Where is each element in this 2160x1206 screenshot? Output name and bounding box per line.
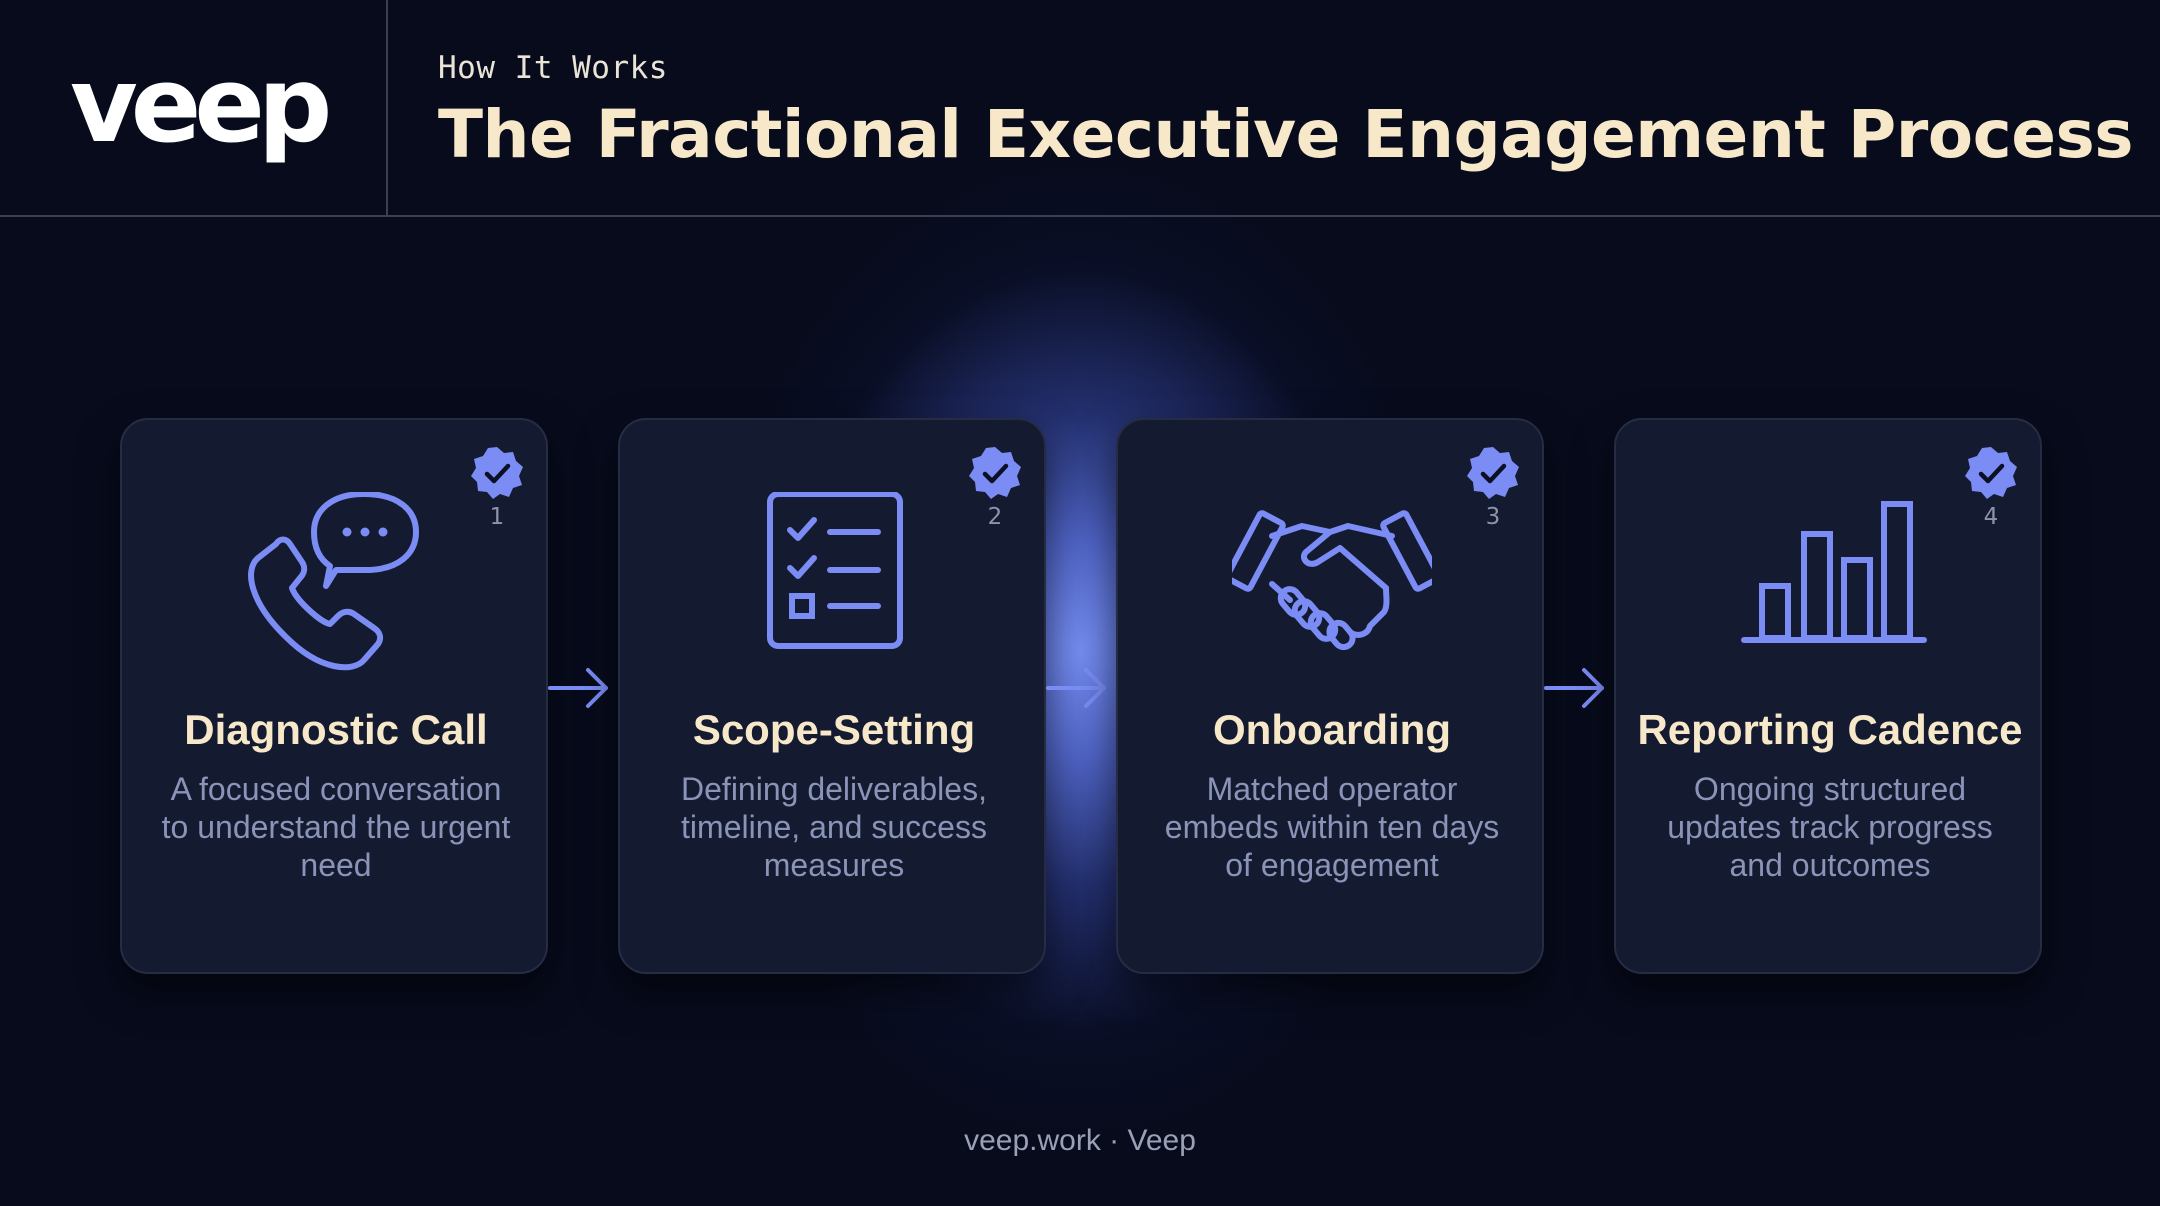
step-title: Scope-Setting [692,706,976,753]
handshake-icon [1232,510,1432,651]
verified-check-badge-icon [471,447,523,499]
arrow-right-icon [548,668,608,708]
step-card-scope-setting: 2 Scope-Setting Defining deliverables, t… [618,418,1046,974]
step-description: Ongoing structured updates track progres… [1667,771,1993,883]
arrow-right-icon [1544,668,1604,708]
verified-check-badge-icon [969,447,1021,499]
step-number: 2 [987,504,1003,530]
footer-text: veep.work · Veep [964,1124,1196,1157]
header-divider [386,0,388,217]
step-title: Onboarding [1213,706,1451,753]
step-title: Reporting Cadence [1637,706,2023,753]
step-number: 4 [1983,504,1999,530]
step-description: A focused conversation to understand the… [161,771,511,883]
step-card-onboarding: 3 Onboarding Matched operator embeds wit… [1116,418,1544,974]
step-number: 3 [1485,504,1501,530]
checklist-icon [767,492,903,649]
header: veep How It Works The Fractional Executi… [0,0,2160,217]
verified-check-badge-icon [1965,447,2017,499]
section-eyebrow: How It Works [438,50,668,86]
step-card-diagnostic-call: 1 Diagnostic Call A focused conversation… [120,418,548,974]
page-title: The Fractional Executive Engagement Proc… [438,96,2134,173]
veep-logo: veep [70,44,332,166]
step-card-reporting-cadence: 4 Reporting Cadence Ongoing structured u… [1614,418,2042,974]
arrow-right-icon [1046,668,1106,708]
phone-chat-icon [248,492,419,671]
step-number: 1 [489,504,505,530]
step-description: Defining deliverables, timeline, and suc… [681,771,987,883]
step-description: Matched operator embeds within ten days … [1164,771,1500,883]
verified-check-badge-icon [1467,447,1519,499]
bar-chart-icon [1741,501,1927,643]
step-title: Diagnostic Call [184,706,488,753]
